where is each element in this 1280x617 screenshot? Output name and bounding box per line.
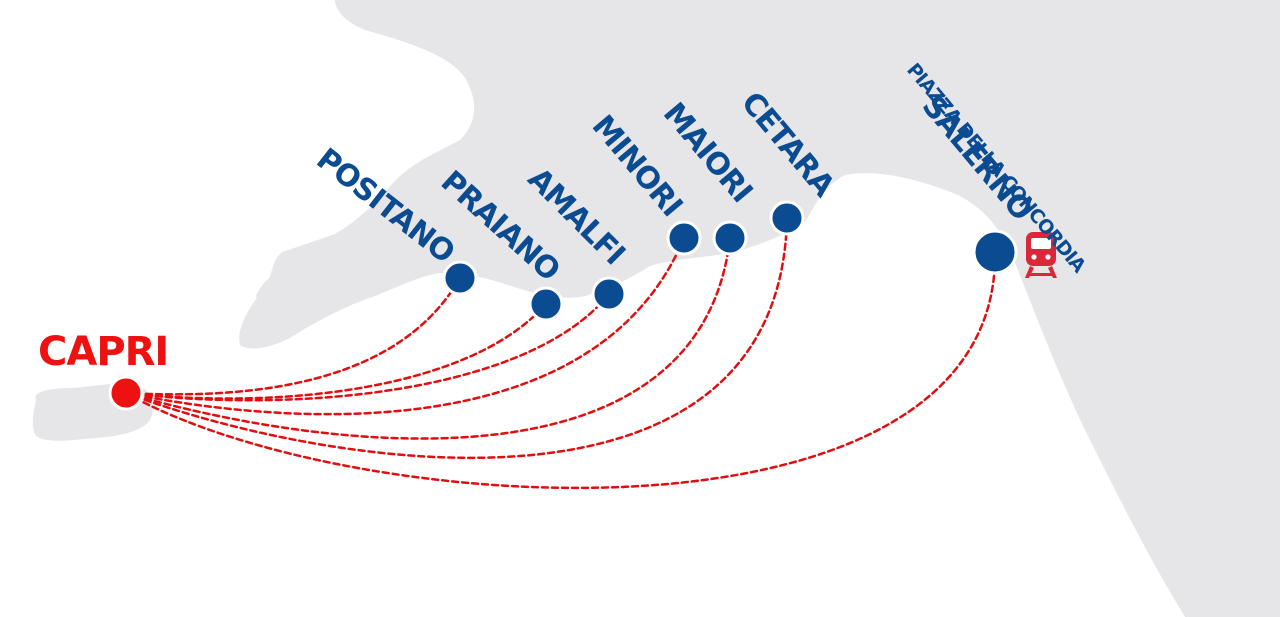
landmass bbox=[32, 0, 1280, 617]
route-amalfi[interactable] bbox=[124, 292, 611, 402]
route-praiano[interactable] bbox=[124, 302, 548, 400]
port-dot-positano[interactable] bbox=[442, 260, 478, 296]
route-maiori[interactable] bbox=[124, 236, 732, 440]
route-positano[interactable] bbox=[124, 276, 462, 396]
ports bbox=[108, 200, 1018, 411]
port-dot-maiori[interactable] bbox=[712, 220, 748, 256]
train-icon bbox=[1025, 232, 1057, 278]
routes bbox=[124, 216, 997, 490]
label-capri: CAPRI bbox=[38, 329, 168, 375]
port-dot-cetara[interactable] bbox=[769, 200, 805, 236]
port-dot-minori[interactable] bbox=[666, 220, 702, 256]
port-dot-salerno[interactable] bbox=[972, 229, 1018, 275]
mainland bbox=[239, 0, 1280, 617]
route-cetara[interactable] bbox=[124, 216, 789, 460]
route-salerno[interactable] bbox=[124, 250, 997, 490]
route-minori[interactable] bbox=[124, 236, 686, 416]
port-dot-praiano[interactable] bbox=[528, 286, 564, 322]
headland bbox=[256, 270, 292, 307]
port-dot-capri[interactable] bbox=[108, 375, 144, 411]
port-dot-amalfi[interactable] bbox=[591, 276, 627, 312]
